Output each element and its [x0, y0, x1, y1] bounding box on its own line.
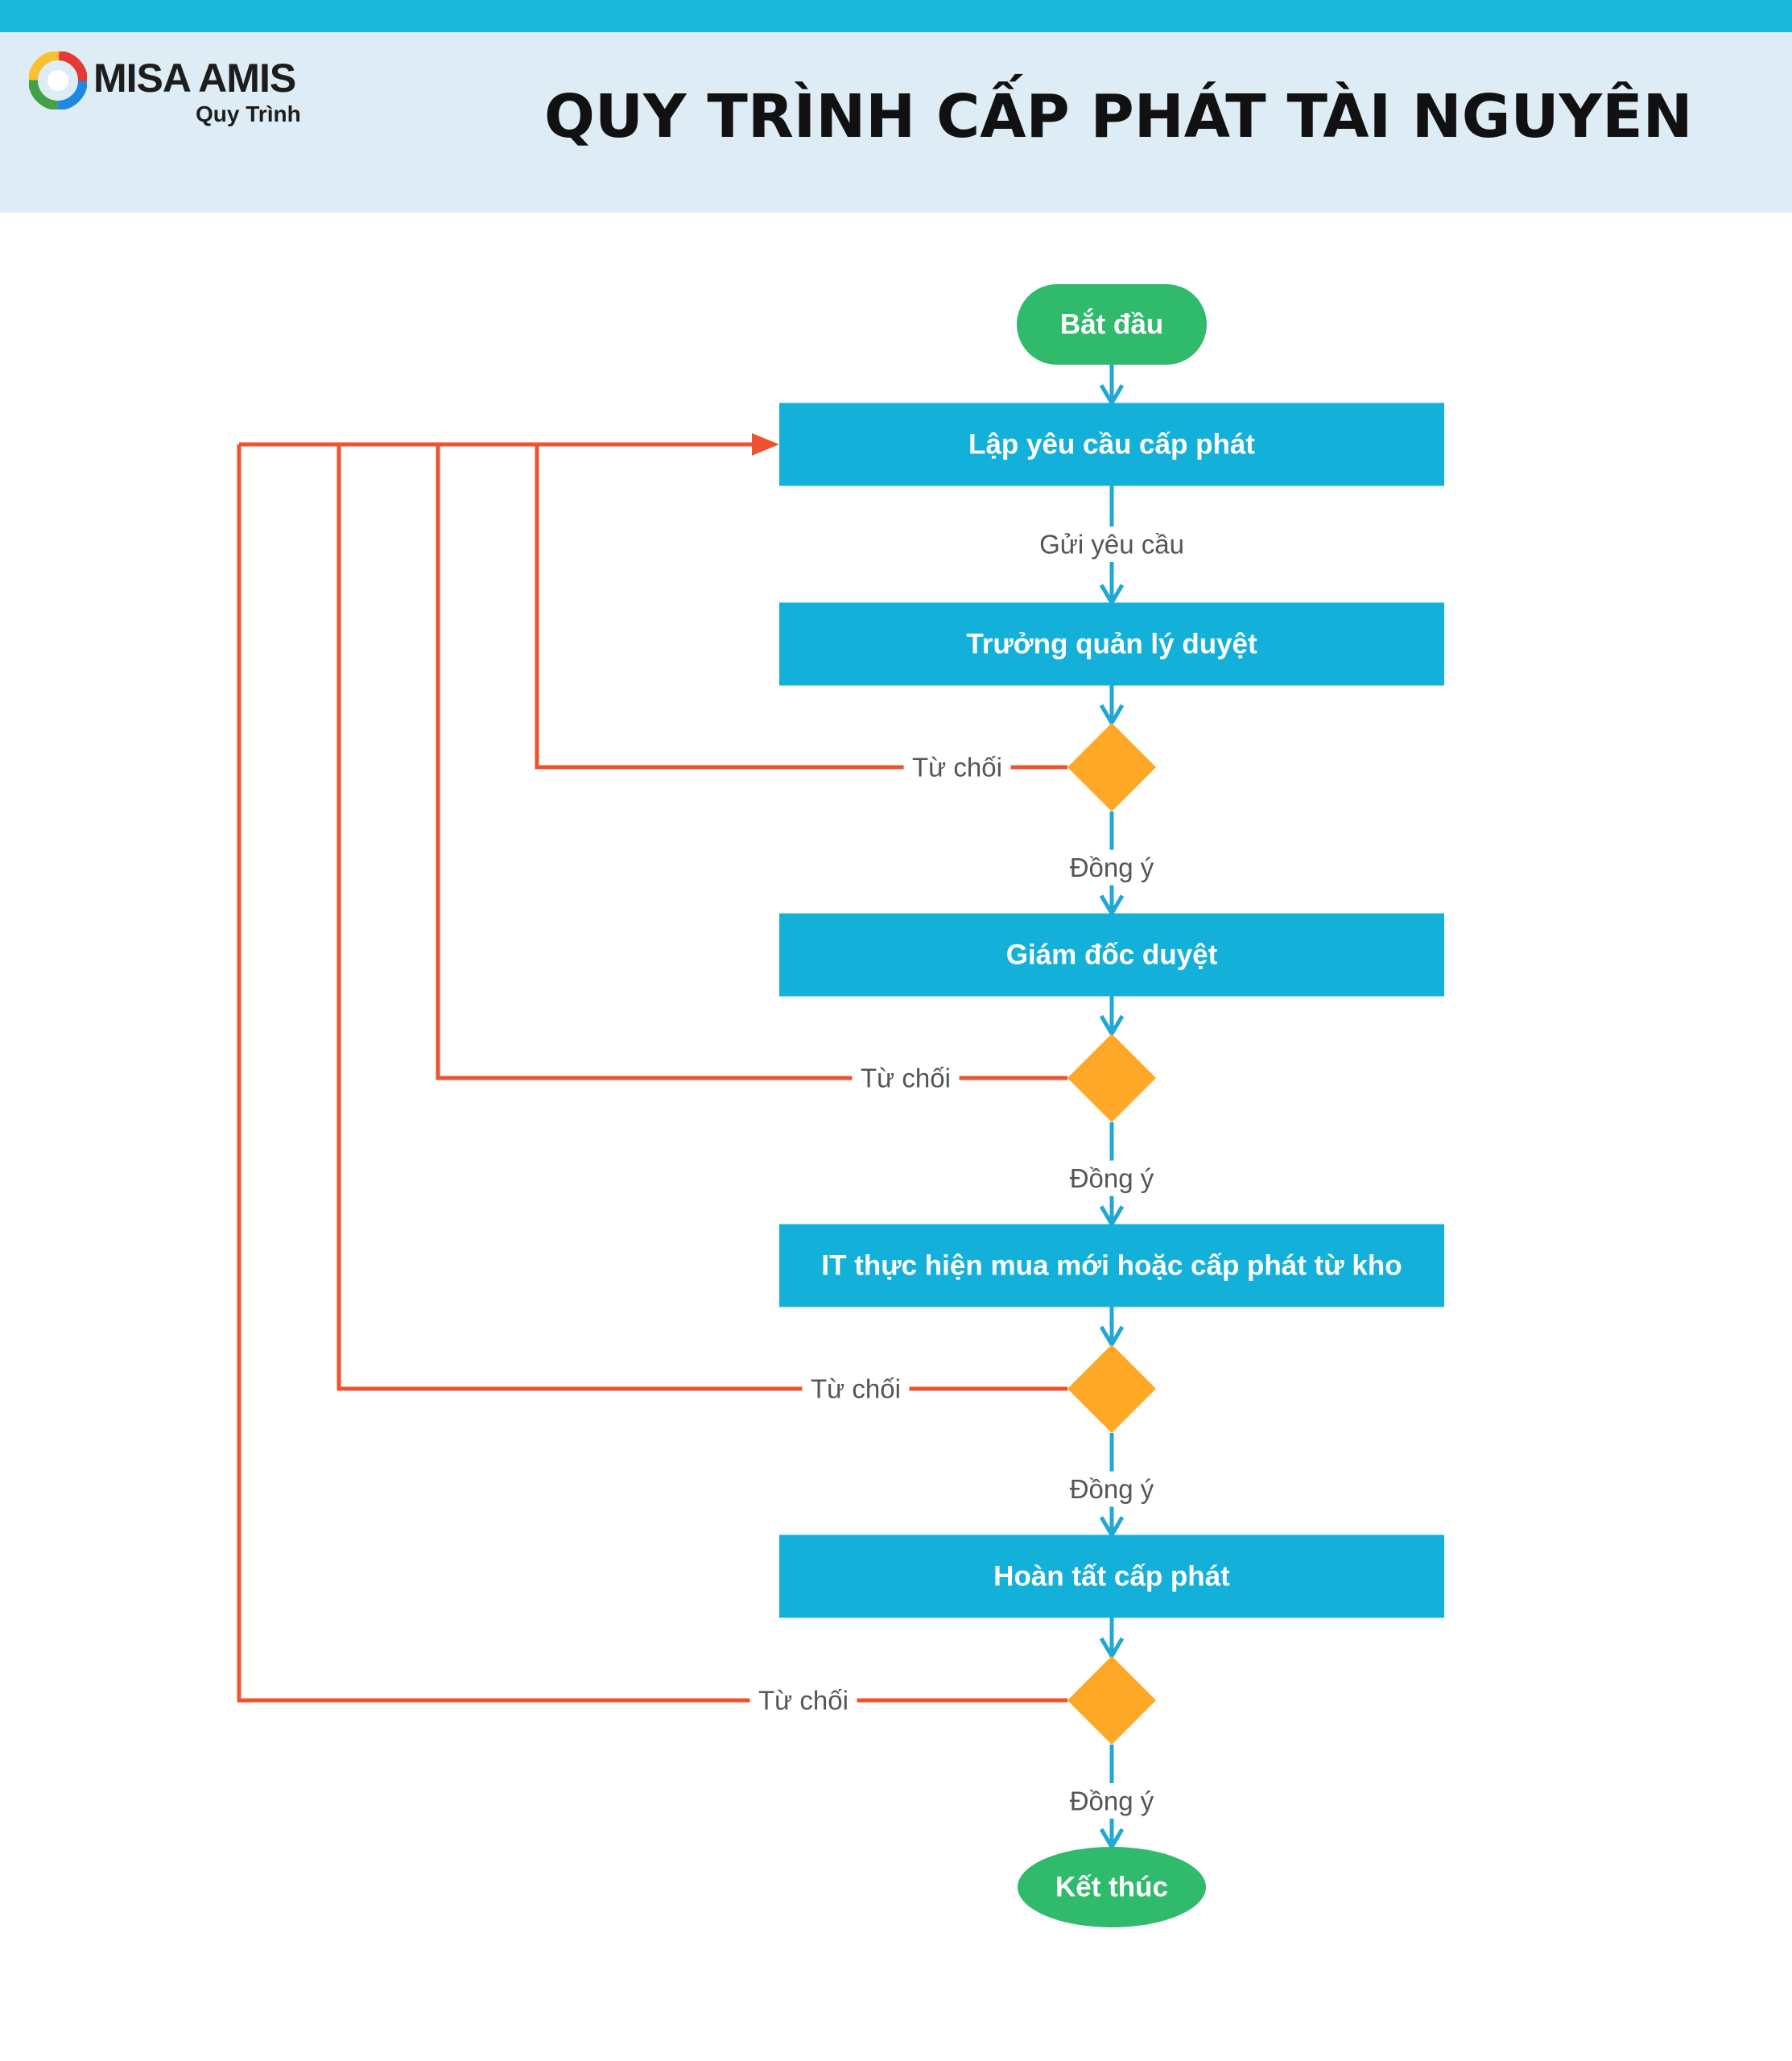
process-step — [779, 913, 1444, 997]
send-request-label: Gửi yêu cầu — [1039, 530, 1184, 560]
approve-label-bg — [1065, 1471, 1158, 1507]
start-label: Bắt đầu — [1060, 308, 1163, 341]
brand-logo: MISA AMIS Quy Trình — [29, 52, 303, 140]
send-request-label-bg — [1030, 527, 1193, 562]
approve-label: Đồng ý — [1070, 1163, 1154, 1193]
brand-subtitle: Quy Trình — [196, 101, 301, 126]
logo-swirl-icon — [29, 52, 87, 109]
decision-diamond — [1067, 1656, 1156, 1745]
end-terminal — [1018, 1847, 1206, 1927]
decision-diamond — [1067, 723, 1156, 812]
reject-label: Từ chối — [861, 1064, 951, 1093]
reject-label-bg — [802, 1371, 910, 1406]
process-step-label: Trưởng quản lý duyệt — [966, 629, 1257, 660]
process-step — [779, 403, 1444, 486]
top-accent-strip — [0, 0, 1792, 32]
brand-name: MISA AMIS — [93, 56, 296, 101]
header-banner — [0, 32, 1792, 213]
process-step-label: IT thực hiện mua mới hoặc cấp phát từ kh… — [821, 1250, 1402, 1282]
reject-label-bg — [852, 1060, 960, 1096]
process-step-label: Giám đốc duyệt — [1006, 940, 1218, 971]
process-step — [779, 602, 1444, 686]
process-step — [779, 1224, 1444, 1307]
approve-label: Đồng ý — [1070, 1786, 1154, 1815]
reject-arrowhead-icon — [752, 433, 779, 456]
process-step-label: Lập yêu cầu cấp phát — [968, 429, 1255, 461]
decision-diamond — [1067, 1034, 1156, 1122]
process-step-label: Hoàn tất cấp phát — [993, 1561, 1230, 1592]
approve-label: Đồng ý — [1070, 853, 1154, 882]
page-title: QUY TRÌNH CẤP PHÁT TÀI NGUYÊN — [544, 82, 1693, 151]
reject-loop-line — [535, 444, 1067, 770]
approve-label: Đồng ý — [1070, 1474, 1154, 1504]
approve-label-bg — [1065, 1160, 1158, 1196]
reject-label-bg — [749, 1683, 857, 1718]
reject-label: Từ chối — [758, 1686, 849, 1716]
reject-label-bg — [903, 750, 1011, 785]
start-terminal — [1017, 284, 1207, 365]
process-step — [779, 1534, 1444, 1618]
reject-label: Từ chối — [811, 1374, 901, 1404]
reject-label: Từ chối — [912, 753, 1002, 783]
decision-diamond — [1067, 1344, 1156, 1433]
end-label: Kết thúc — [1055, 1872, 1168, 1903]
approve-label-bg — [1065, 1782, 1158, 1819]
approve-label-bg — [1065, 849, 1158, 886]
